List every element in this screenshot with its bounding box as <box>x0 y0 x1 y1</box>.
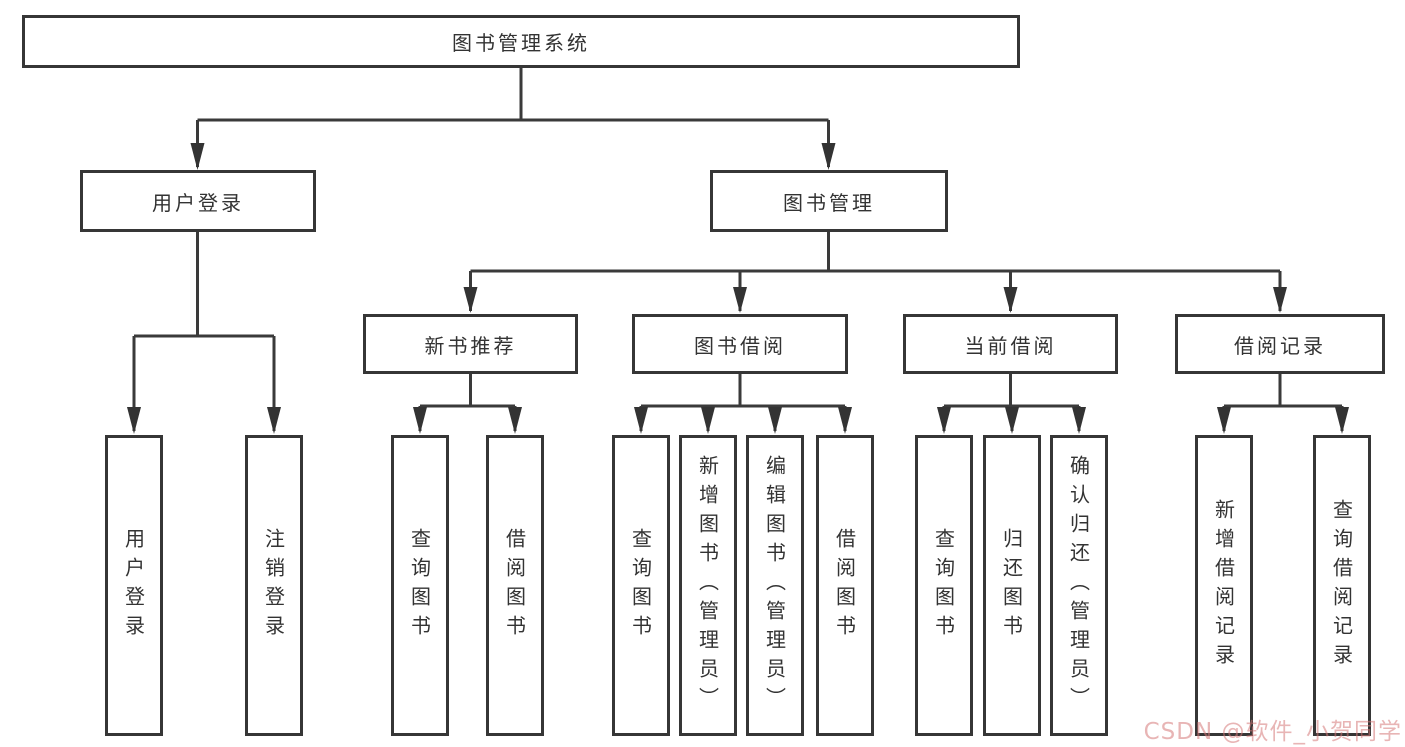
arrow-down-icon <box>701 407 715 434</box>
node-new-books-label: 新书推荐 <box>424 333 517 358</box>
leaf-query-books-1-label: 查询图书 <box>407 527 432 644</box>
node-records: 借阅记录 <box>1175 314 1385 374</box>
arrow-down-icon <box>821 143 836 170</box>
leaf-user-login-label: 用户登录 <box>121 527 146 644</box>
arrow-down-icon <box>508 407 522 434</box>
node-records-label: 借阅记录 <box>1234 333 1326 358</box>
leaf-add-record: 新增借阅记录 <box>1195 435 1253 736</box>
arrow-down-icon <box>1003 287 1018 313</box>
leaf-query-record-label: 查询借阅记录 <box>1329 498 1354 673</box>
leaf-return-books: 归还图书 <box>983 435 1041 736</box>
connector-current-children <box>937 374 1086 434</box>
arrow-down-icon <box>1273 287 1287 313</box>
leaf-confirm-return-admin: 确认归还（管理员） <box>1050 435 1108 736</box>
connector-book-mgmt-children <box>463 232 1287 313</box>
leaf-return-books-label: 归还图书 <box>999 527 1024 644</box>
leaf-borrow-books-2-label: 借阅图书 <box>832 527 857 644</box>
leaf-query-record: 查询借阅记录 <box>1313 435 1371 736</box>
node-new-books: 新书推荐 <box>363 314 578 374</box>
arrow-down-icon <box>838 407 852 434</box>
leaf-add-record-label: 新增借阅记录 <box>1211 498 1236 673</box>
node-root-label: 图书管理系统 <box>452 31 590 55</box>
leaf-query-books-2-label: 查询图书 <box>628 527 653 644</box>
leaf-add-books-admin-label: 新增图书（管理员） <box>695 455 720 716</box>
leaf-query-books-2: 查询图书 <box>612 435 670 736</box>
leaf-logout-label: 注销登录 <box>261 527 286 644</box>
arrow-down-icon <box>1335 407 1349 434</box>
arrow-down-icon <box>634 407 648 434</box>
arrow-down-icon <box>1072 407 1086 434</box>
leaf-logout: 注销登录 <box>245 435 303 736</box>
leaf-confirm-return-admin-label: 确认归还（管理员） <box>1066 455 1091 716</box>
node-borrow-label: 图书借阅 <box>694 333 786 358</box>
node-root: 图书管理系统 <box>22 15 1020 68</box>
arrow-down-icon <box>1005 407 1019 434</box>
node-user-login: 用户登录 <box>80 170 316 232</box>
node-borrow: 图书借阅 <box>632 314 848 374</box>
leaf-borrow-books-1-label: 借阅图书 <box>502 527 527 644</box>
arrow-down-icon <box>768 407 782 434</box>
arrow-down-icon <box>463 287 478 313</box>
csdn-watermark: CSDN @软件_小贺同学 <box>1143 719 1402 745</box>
node-current-label: 当前借阅 <box>964 333 1057 358</box>
arrow-down-icon <box>733 287 747 313</box>
arrow-down-icon <box>1217 407 1231 434</box>
connector-user-login-children <box>127 232 281 434</box>
leaf-edit-books-admin-label: 编辑图书（管理员） <box>762 455 787 716</box>
connector-new-books-children <box>413 374 522 434</box>
arrow-down-icon <box>413 407 427 434</box>
node-current: 当前借阅 <box>903 314 1118 374</box>
leaf-query-books-1: 查询图书 <box>391 435 449 736</box>
leaf-query-books-3: 查询图书 <box>915 435 973 736</box>
connector-records-children <box>1217 374 1349 434</box>
leaf-user-login: 用户登录 <box>105 435 163 736</box>
node-user-login-label: 用户登录 <box>152 190 244 215</box>
arrow-down-icon <box>127 407 141 434</box>
node-book-mgmt: 图书管理 <box>710 170 948 232</box>
connector-borrow-children <box>634 374 852 434</box>
leaf-edit-books-admin: 编辑图书（管理员） <box>746 435 804 736</box>
leaf-query-books-3-label: 查询图书 <box>931 527 956 644</box>
arrow-down-icon <box>190 143 205 170</box>
leaf-borrow-books-2: 借阅图书 <box>816 435 874 736</box>
leaf-add-books-admin: 新增图书（管理员） <box>679 435 737 736</box>
node-book-mgmt-label: 图书管理 <box>783 190 875 215</box>
arrow-down-icon <box>267 407 281 434</box>
connector-root-to-level2 <box>190 68 836 170</box>
arrow-down-icon <box>937 407 951 434</box>
leaf-borrow-books-1: 借阅图书 <box>486 435 544 736</box>
